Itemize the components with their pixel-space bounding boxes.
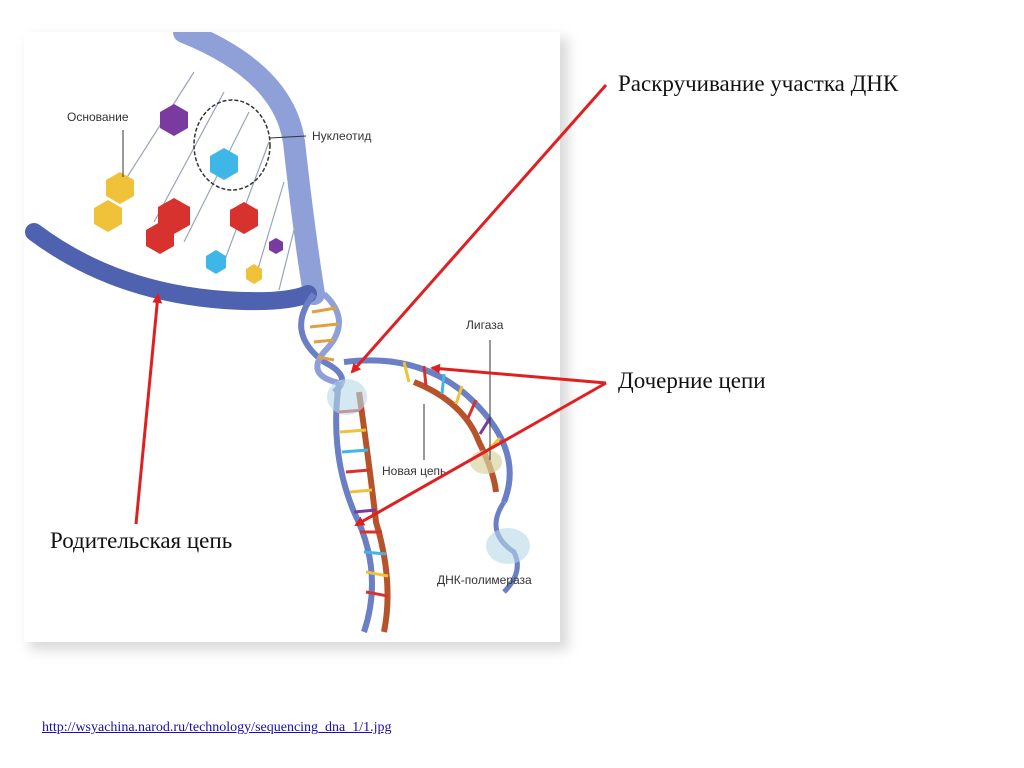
left-enzyme [327,379,367,415]
red-base-2 [146,222,174,254]
ligase-label: Лигаза [466,318,504,332]
cyan-base [210,148,238,180]
polymerase-label: ДНК-полимераза [437,573,532,587]
nucleotide-label: Нуклеотид [312,129,372,143]
purple-base-2 [269,238,283,254]
polymerase-enzyme [486,528,530,564]
parent-strand-label: Родительская цепь [50,528,233,553]
upper-backbone [173,32,325,305]
yellow-base-3 [246,264,262,284]
central-helix-b [314,291,345,387]
nucleotide-leader [269,135,307,139]
nucleotide-circle [193,99,271,191]
red-base-3 [230,202,258,234]
new-strand-label: Новая цепь [382,464,447,478]
red-base [158,198,190,234]
unwinding-label: Раскручивание участка ДНК [618,71,899,96]
yellow-base-2 [94,200,122,232]
yellow-base [106,172,134,204]
left-branch-parent [333,381,375,633]
base-label: Основание [67,110,129,124]
purple-base [160,104,188,136]
open-helix-rungs [123,71,297,291]
ligase-enzyme [470,450,502,474]
central-rungs [309,306,339,362]
daughter-strands-label: Дочерние цепи [618,368,766,393]
source-link[interactable]: http://wsyachina.narod.ru/technology/seq… [42,720,392,735]
cyan-base-2 [206,250,226,274]
lower-backbone [25,223,317,311]
